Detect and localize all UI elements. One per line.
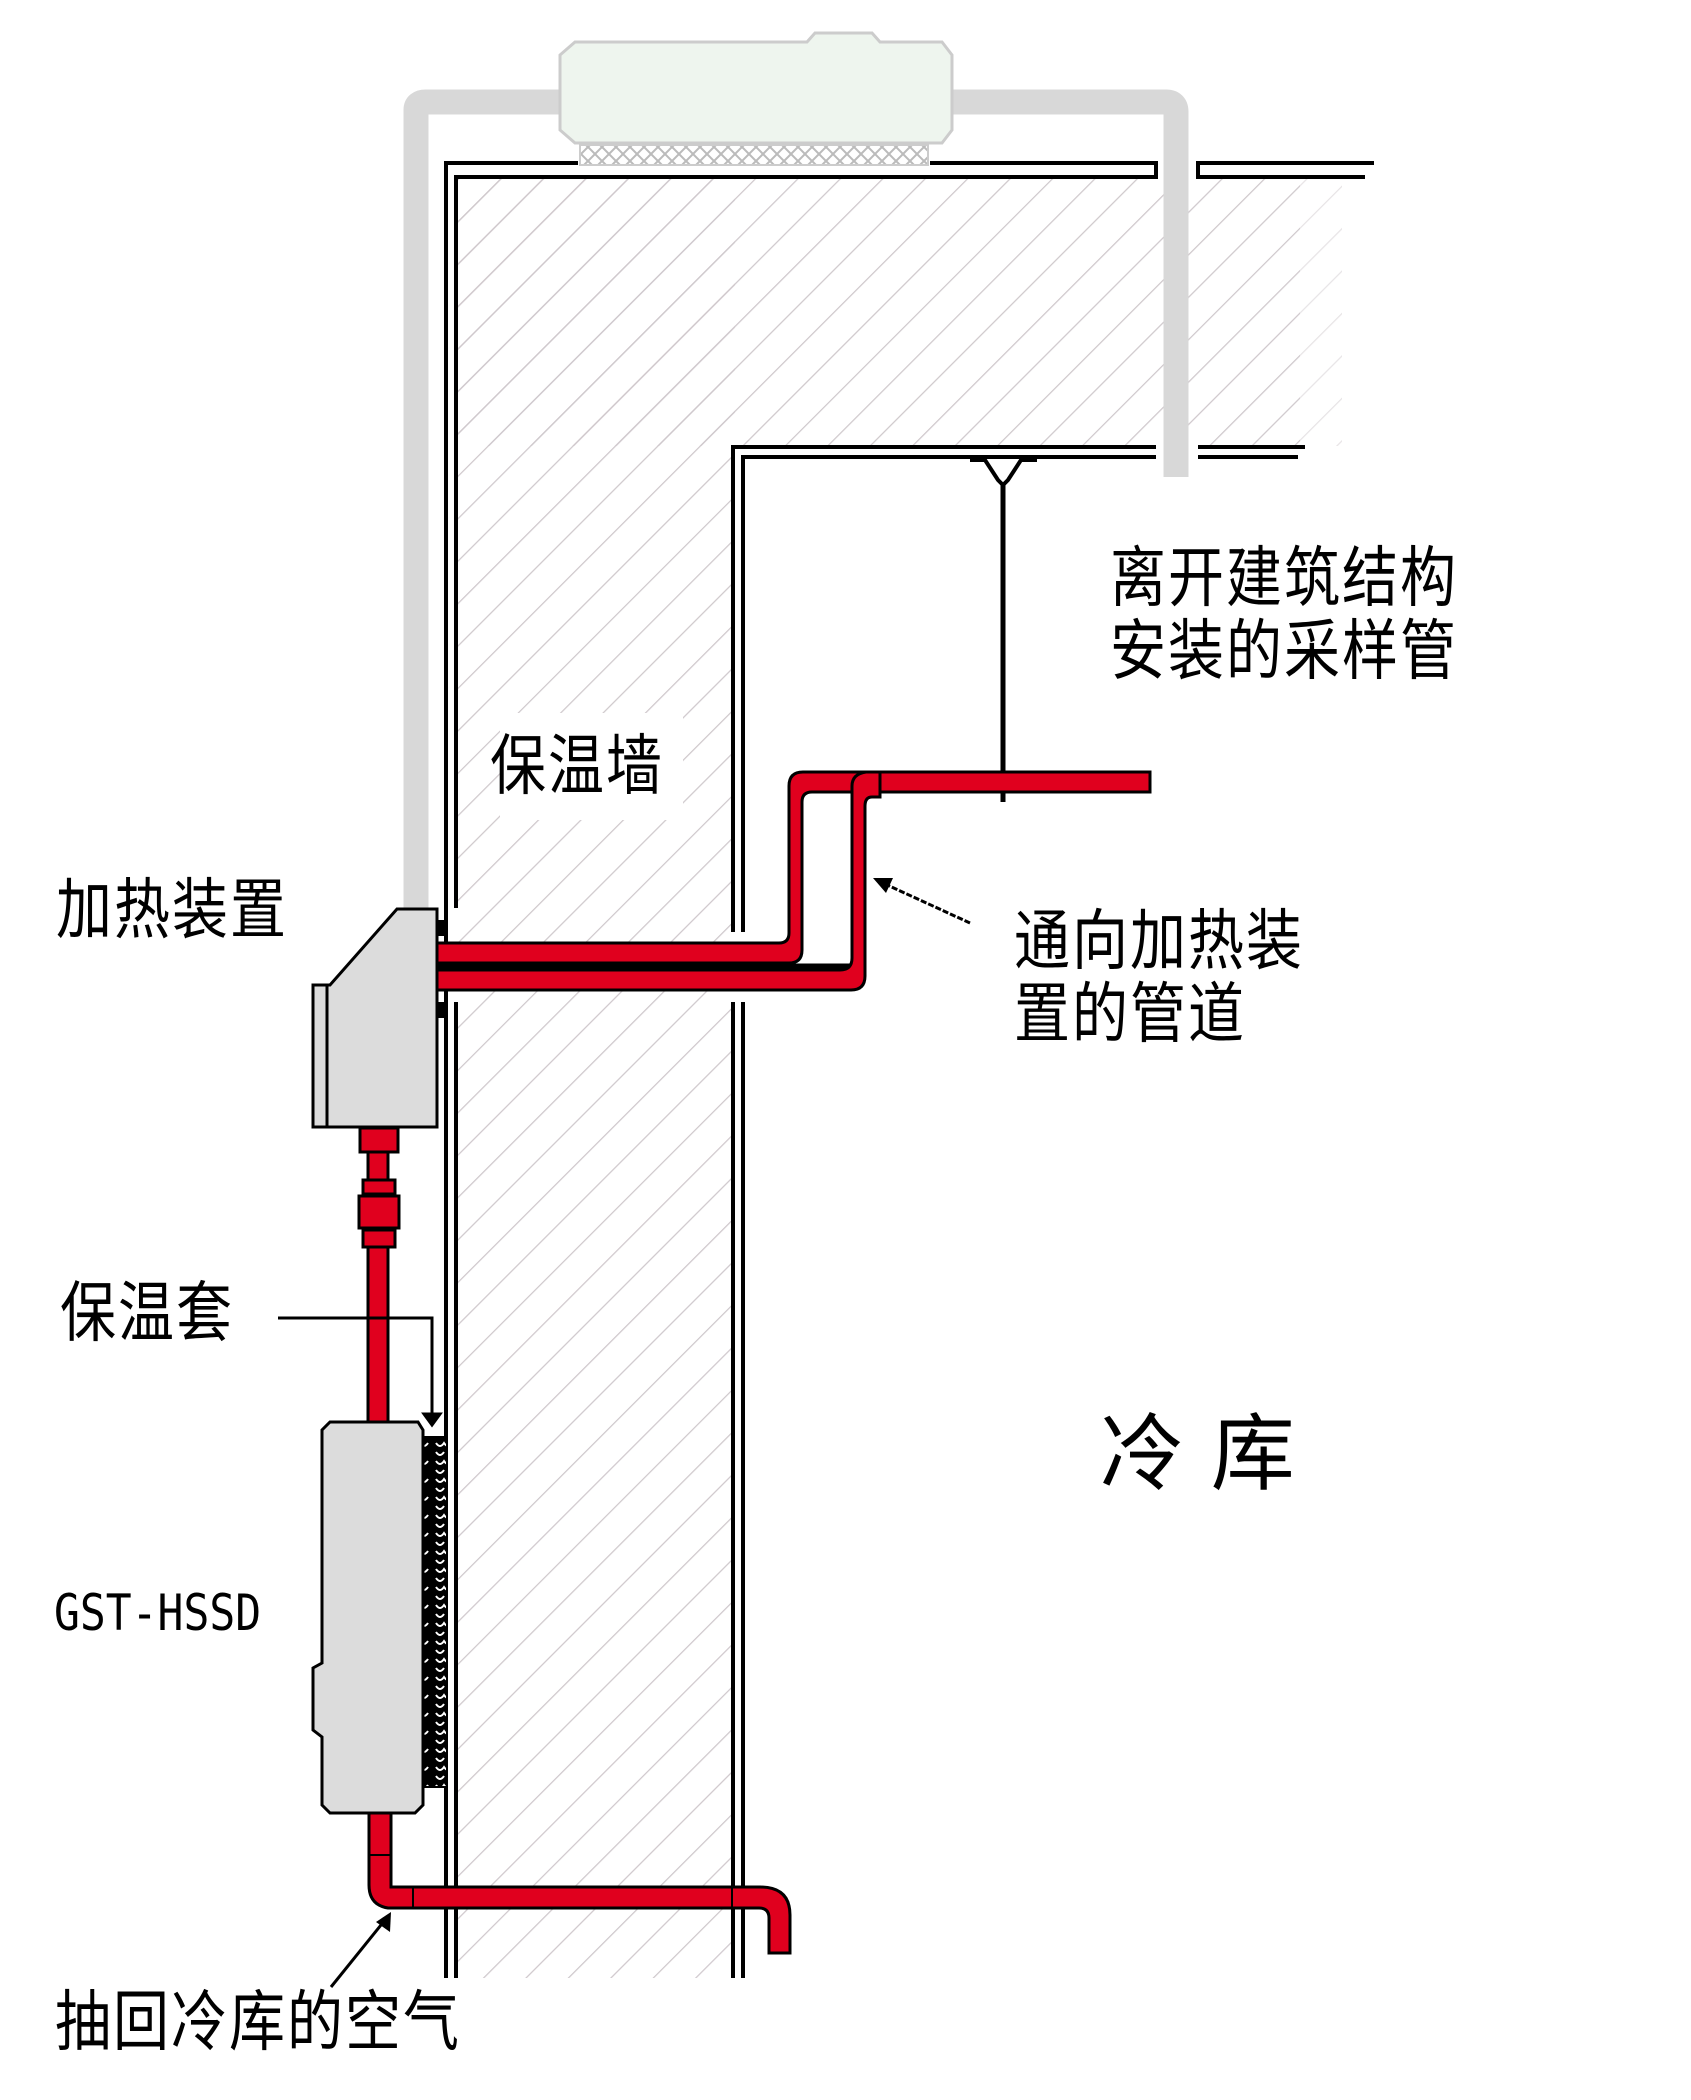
pipe-to-heater-label-line2: 置的管道: [1014, 976, 1246, 1053]
insulated-wall-label: 保温墙: [490, 728, 664, 805]
wall-label-background: [500, 713, 683, 820]
heater-device: [311, 907, 447, 1129]
ceiling-unit: [558, 31, 954, 166]
wall-outlines: [444, 161, 1374, 1978]
arrow-pipe-to-heater: [873, 878, 971, 925]
insulated-wall: [457, 178, 1345, 1978]
sampling-pipe-label: 离开建筑结构 安装的采样管: [1110, 540, 1458, 690]
cold-storage-label: 冷 库: [1100, 1405, 1295, 1503]
sampling-pipe-label-line1: 离开建筑结构: [1110, 540, 1458, 617]
heater-label: 加热装置: [56, 872, 288, 949]
red-pipe-upper: [435, 770, 1152, 992]
pipe-to-heater-label: 通向加热装 置的管道: [1014, 903, 1304, 1053]
insulation-jacket-label: 保温套: [60, 1275, 234, 1352]
detector-model-label: GST-HSSD: [54, 1584, 262, 1642]
jacket-leader-line: [278, 1316, 443, 1428]
red-pipe-vertical: [357, 1125, 401, 1424]
sampling-pipe-label-line2: 安装的采样管: [1110, 613, 1458, 690]
red-pipe-return: [367, 1811, 792, 1955]
gst-hssd-detector: [311, 1420, 448, 1815]
return-air-label: 抽回冷库的空气: [55, 1984, 461, 2061]
external-gray-pipe: [403, 89, 1189, 910]
pipe-hanger: [970, 458, 1037, 802]
arrow-return-air: [329, 1912, 391, 1988]
pipe-to-heater-label-line1: 通向加热装: [1014, 903, 1304, 980]
